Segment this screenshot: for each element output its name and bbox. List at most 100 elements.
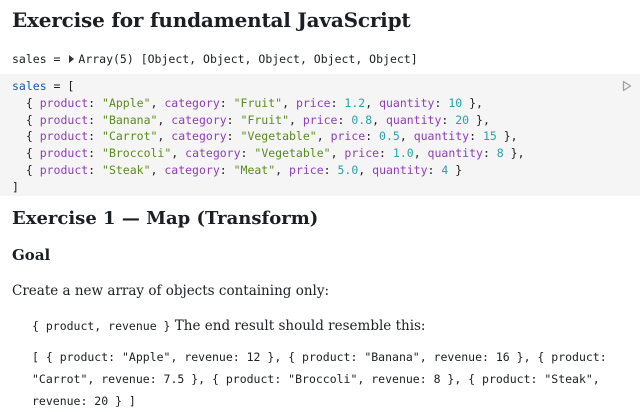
code-colon: : [88,162,103,177]
code-brace: } [448,162,463,177]
code-key: quantity [427,146,483,161]
code-var-name: sales [12,79,47,93]
code-key: quantity [385,112,442,127]
code-colon: : [219,95,234,110]
code-string: "Apple" [102,95,151,110]
code-key: quantity [372,162,428,177]
code-comma: , [289,112,303,127]
code-string: "Banana" [102,112,158,127]
page-title: Exercise for fundamental JavaScript [12,8,411,32]
code-key: product [39,129,89,144]
code-key: category [164,95,220,110]
code-key: price [295,95,331,110]
fields-line: { product, revenue } The end result shou… [32,318,425,334]
code-comma: , [316,129,331,144]
code-number: 5.0 [337,162,359,177]
code-colon: : [330,95,345,110]
code-operator: = [46,79,68,93]
expand-caret-icon[interactable] [69,55,75,63]
code-key: product [39,162,89,177]
code-editor[interactable]: sales = [ { product: "Apple", category: … [12,78,525,196]
code-comma: , [150,162,165,177]
fields-code: { product, revenue } [32,319,171,333]
notebook-page: Exercise for fundamental JavaScript sale… [0,8,640,408]
code-string: "Broccoli" [102,146,172,161]
code-colon: : [88,129,103,144]
code-brace: }, [469,112,490,127]
code-string: "Vegetable" [240,129,317,144]
code-string: "Carrot" [102,129,158,144]
code-string: "Meat" [233,162,276,177]
code-brace: }, [496,129,518,144]
code-comma: , [171,146,186,161]
code-comma: , [399,129,414,144]
code-row: { product: "Banana", category: "Fruit", … [12,113,490,127]
code-string: "Vegetable" [254,146,331,161]
fields-text: The end result should resemble this: [170,318,426,334]
code-number: 1.0 [392,146,414,161]
code-brace: { [12,129,40,144]
code-colon: : [379,146,393,161]
code-comma: , [372,112,386,127]
code-key: product [39,146,89,161]
code-comma: , [275,162,290,177]
code-number: 0.8 [351,112,373,127]
code-key: category [171,112,227,127]
code-key: product [39,112,89,127]
code-key: category [185,146,241,161]
code-open-bracket: [ [67,79,75,93]
code-comma: , [157,112,172,127]
code-key: price [330,129,366,144]
code-string: "Fruit" [240,112,289,127]
code-number: 8 [496,146,504,161]
code-key: price [302,112,338,127]
code-key: price [344,146,380,161]
code-colon: : [441,112,456,127]
code-number: 1.2 [344,95,366,110]
code-comma: , [157,129,172,144]
code-comma: , [365,95,380,110]
code-comma: , [150,95,165,110]
expected-result: [ { product: "Apple", revenue: 12 }, { p… [32,350,607,408]
code-colon: : [365,129,380,144]
code-colon: : [337,112,352,127]
code-key: quantity [379,95,435,110]
code-brace: }, [462,95,483,110]
section-heading: Exercise 1 — Map (Transform) [12,208,319,229]
play-icon[interactable] [622,80,632,92]
code-key: price [289,162,324,177]
cell-output[interactable]: sales = Array(5) [Object, Object, Object… [12,52,418,66]
code-colon: : [434,95,449,110]
code-colon: : [226,112,241,127]
code-number: 4 [441,162,449,177]
code-string: "Fruit" [233,95,283,110]
code-number: 15 [482,129,497,144]
goal-heading: Goal [12,246,51,264]
code-colon: : [88,146,103,161]
output-summary[interactable]: Array(5) [Object, Object, Object, Object… [78,52,418,66]
code-colon: : [88,95,103,110]
code-colon: : [226,129,241,144]
code-key: product [39,95,89,110]
code-cell[interactable]: sales = [ { product: "Apple", category: … [0,74,640,196]
goal-description: Create a new array of objects containing… [12,283,330,299]
code-comma: , [282,95,296,110]
code-brace: { [12,162,40,177]
code-colon: : [219,162,234,177]
code-number: 10 [448,95,463,110]
code-number: 0.5 [379,129,400,144]
code-key: category [171,129,227,144]
code-row: { product: "Carrot", category: "Vegetabl… [12,129,518,143]
code-key: quantity [413,129,470,144]
code-rows: { product: "Apple", category: "Fruit", p… [12,96,525,177]
code-close-bracket: ] [12,179,19,194]
code-brace: { [12,146,40,161]
code-colon: : [240,146,255,161]
code-colon: : [482,146,497,161]
code-row: { product: "Apple", category: "Fruit", p… [12,96,483,110]
code-colon: : [469,129,483,144]
code-colon: : [323,162,338,177]
code-comma: , [330,146,345,161]
code-brace: }, [503,146,525,161]
code-brace: { [12,95,40,110]
